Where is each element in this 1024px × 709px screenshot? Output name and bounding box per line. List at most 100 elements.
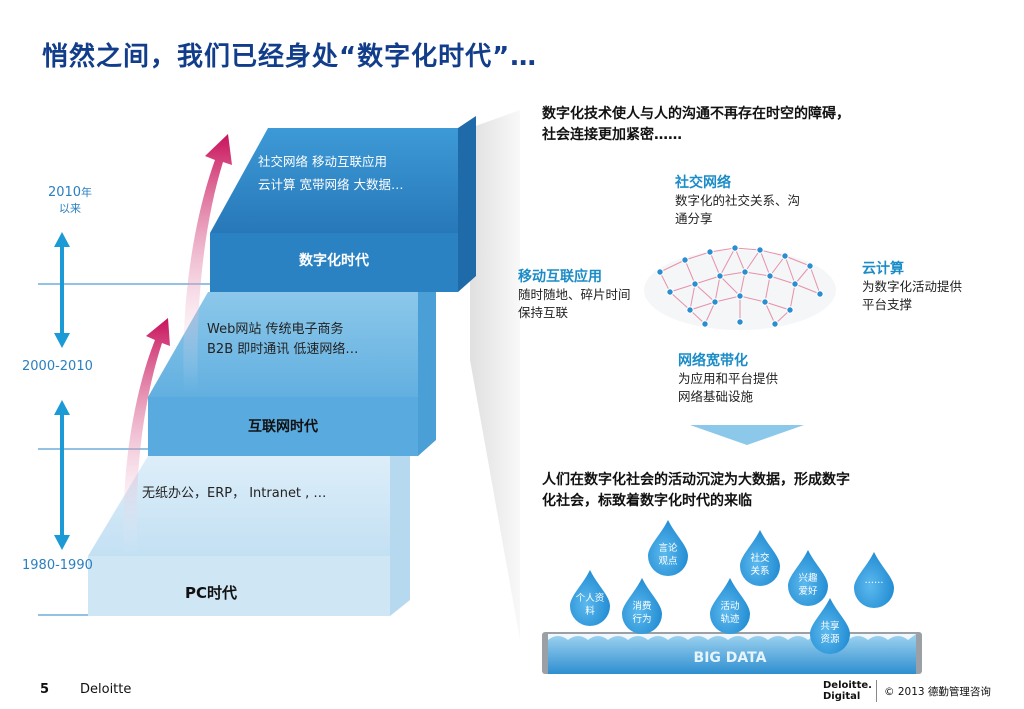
network-link <box>809 265 821 295</box>
drop-label-line1: 个人资 <box>575 593 605 604</box>
timeline-arrow-lower <box>54 400 70 550</box>
network-link <box>759 249 771 277</box>
internet-era-items: Web网站 传统电子商务 B2B 即时通讯 低速网络… <box>207 320 358 360</box>
internet-step-side <box>418 278 436 456</box>
social-network-desc2: 通分享 <box>675 211 713 226</box>
network-node <box>706 248 714 256</box>
data-drop: 个人资料 <box>568 568 612 626</box>
data-drop: 兴趣爱好 <box>786 548 830 606</box>
network-node <box>756 246 764 254</box>
network-link <box>784 255 796 285</box>
network-node <box>656 268 664 276</box>
footer-divider <box>876 680 877 702</box>
drop-icon <box>570 570 610 626</box>
network-link <box>734 247 746 273</box>
drop-label-line2: 关系 <box>750 566 770 577</box>
network-link <box>719 247 736 277</box>
internet-era-label: 互联网时代 <box>248 419 318 435</box>
network-node <box>731 244 739 252</box>
page-title: 悄然之间，我们已经身处“数字化时代”… <box>42 42 538 72</box>
drop-label-line2: 爱好 <box>798 586 818 597</box>
pc-era-label: PC时代 <box>184 584 237 602</box>
network-node <box>711 298 719 306</box>
page-number: 5 <box>40 682 50 697</box>
drop-label-line2: 料 <box>585 606 595 617</box>
drop-label-line1: …… <box>864 575 884 586</box>
digital-era-items-line2: 云计算 宽带网络 大数据… <box>258 177 404 192</box>
network-link <box>719 271 746 277</box>
network-link <box>694 275 721 285</box>
network-node <box>736 318 744 326</box>
digital-intro-line1: 数字化技术使人与人的沟通不再存在时空的障碍， <box>542 106 850 122</box>
network-link <box>709 251 721 277</box>
network-node <box>686 306 694 314</box>
year-2010-since: 以来 <box>59 202 81 215</box>
drop-label: 社交关系 <box>738 552 782 578</box>
data-drop: 消费行为 <box>620 576 664 634</box>
digital-step-front <box>210 233 458 292</box>
network-link <box>719 275 741 297</box>
network-link <box>764 301 776 325</box>
drop-label-line2: 轨迹 <box>720 614 740 625</box>
network-link <box>759 249 786 257</box>
broadband-title: 网络宽带化 <box>678 353 748 369</box>
drop-icon <box>622 578 662 634</box>
network-graphic <box>644 244 836 330</box>
data-drop: 社交关系 <box>738 528 782 586</box>
network-link <box>709 247 736 253</box>
network-link <box>764 301 791 311</box>
footer-brand: Deloitte <box>80 682 132 697</box>
digital-era-items-line1: 社交网络 移动互联应用 <box>258 154 387 169</box>
drop-icon <box>710 578 750 634</box>
drop-label-line1: 共享 <box>820 621 840 632</box>
drop-label: 活动轨迹 <box>708 600 752 626</box>
network-link <box>769 275 796 285</box>
network-node <box>761 298 769 306</box>
network-node <box>716 272 724 280</box>
network-node <box>791 280 799 288</box>
network-nodes <box>656 244 824 328</box>
network-node <box>766 272 774 280</box>
internet-era-items-line1: Web网站 传统电子商务 <box>207 322 344 337</box>
fan-shadow <box>470 110 520 640</box>
drop-icon <box>810 598 850 654</box>
network-link <box>794 283 821 295</box>
network-link <box>689 283 696 311</box>
timeline-arrow-upper <box>54 232 70 348</box>
network-link <box>794 265 811 285</box>
data-drop: 言论观点 <box>646 518 690 576</box>
drop-label-line1: 消费 <box>632 601 652 612</box>
data-drop: 活动轨迹 <box>708 576 752 634</box>
pc-step-top <box>88 456 390 556</box>
network-link <box>739 295 766 303</box>
network-link <box>689 301 716 311</box>
network-link <box>734 247 761 251</box>
network-link <box>669 283 696 293</box>
logo-line1: Deloitte. <box>823 680 872 691</box>
mobile-internet-block: 移动互联应用 随时随地、碎片时间 保持互联 <box>518 266 631 322</box>
bigdata-intro-line1: 人们在数字化社会的活动沉淀为大数据，形成数字 <box>542 472 850 488</box>
year-2010-suffix: 年 <box>81 186 93 199</box>
pc-era-items: 无纸办公，ERP， Intranet , … <box>142 486 327 501</box>
network-link <box>784 255 811 267</box>
year-2000-2010: 2000-2010 <box>22 359 93 374</box>
network-node <box>701 320 709 328</box>
year-2010-value: 2010 <box>47 185 82 200</box>
network-node <box>806 262 814 270</box>
copyright: © 2013 德勤管理咨询 <box>884 686 991 698</box>
network-node <box>666 288 674 296</box>
tray-water <box>548 634 916 674</box>
network-link <box>659 259 686 273</box>
network-node <box>741 268 749 276</box>
drop-label-line2: 资源 <box>820 634 840 645</box>
bigdata-intro-text: 人们在数字化社会的活动沉淀为大数据，形成数字 化社会，标致着数字化时代的来临 <box>542 470 850 512</box>
social-network-desc1: 数字化的社交关系、沟 <box>675 193 801 208</box>
drop-label-line1: 兴趣 <box>798 573 818 584</box>
cloud-computing-block: 云计算 为数字化活动提供 平台支撑 <box>862 258 962 314</box>
drop-label: 共享资源 <box>808 620 852 646</box>
network-node <box>771 320 779 328</box>
year-1980-1990: 1980-1990 <box>22 558 93 573</box>
drop-label: …… <box>852 574 896 587</box>
network-link <box>764 275 771 303</box>
drop-label: 个人资料 <box>568 592 612 618</box>
